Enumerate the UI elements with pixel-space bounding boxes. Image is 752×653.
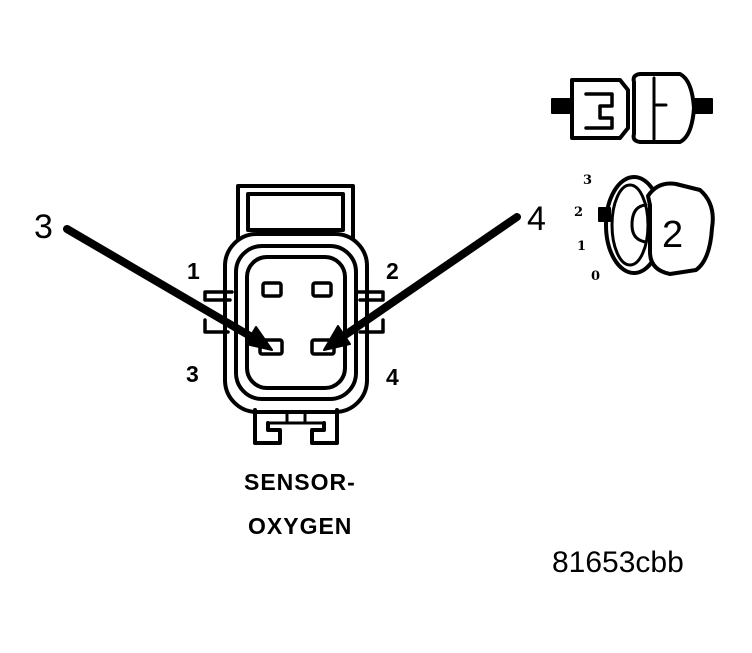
pin-1-label: 1 (187, 258, 200, 284)
pin-1-cavity (261, 281, 283, 298)
lock-key-label: 2 (662, 214, 684, 256)
lock-position-2: 2 (574, 205, 584, 220)
arrow-4 (331, 213, 521, 346)
pin-3-label: 3 (186, 361, 199, 387)
figure-id: 81653cbb (552, 546, 684, 579)
caption-line-1: SENSOR- (244, 469, 356, 495)
lock-position-1: 1 (577, 239, 587, 254)
pin-2-label: 2 (386, 258, 399, 284)
pin-4-label: 4 (386, 364, 399, 390)
caption-line-2: OXYGEN (248, 513, 353, 539)
callout-4-label: 4 (527, 200, 546, 238)
connector-face (203, 184, 385, 445)
lock-position-0: 0 (591, 269, 601, 284)
lock-position-3: 3 (583, 173, 593, 188)
leader-arrows (63, 213, 521, 351)
lock-illustration (551, 72, 715, 276)
arrow-3 (63, 225, 266, 347)
callout-3-label: 3 (34, 208, 53, 246)
pin-2-cavity (311, 281, 333, 298)
